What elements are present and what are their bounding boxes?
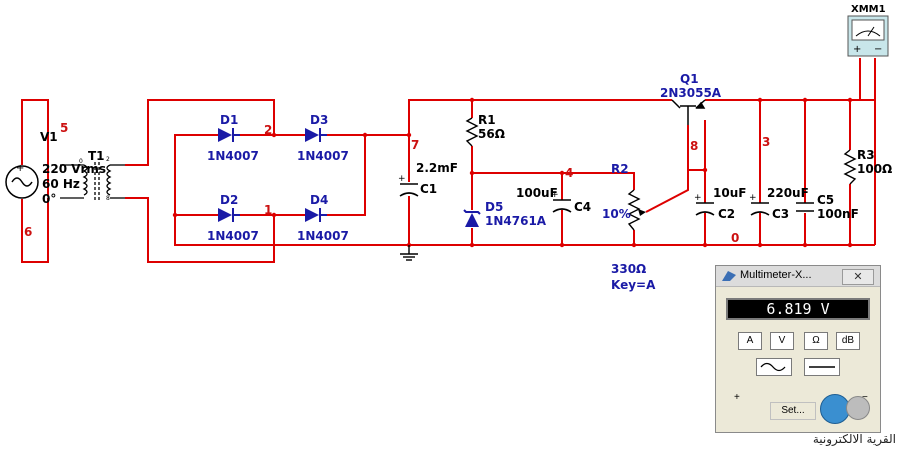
- q1-ref: Q1: [680, 72, 699, 86]
- net-label-7: 7: [411, 138, 419, 152]
- xmm1-ref: XMM1: [851, 4, 886, 15]
- d3-ref: D3: [310, 113, 328, 127]
- v1-voltage: 220 Vrms: [42, 162, 106, 176]
- logo-badge-icon: [846, 396, 870, 420]
- t1-ref: T1: [88, 149, 105, 163]
- svg-text:−: −: [874, 44, 882, 55]
- transformer-symbol[interactable]: [60, 162, 125, 200]
- r2-key: Key=A: [611, 278, 656, 292]
- r1-value: 56Ω: [478, 127, 505, 141]
- svg-text:+: +: [853, 44, 861, 55]
- v1-phase: 0°: [42, 192, 56, 206]
- dc-line-icon: [809, 366, 835, 368]
- net-label-8: 8: [690, 139, 698, 153]
- close-icon[interactable]: ✕: [842, 269, 874, 285]
- sine-wave-icon: [760, 362, 786, 372]
- svg-text:+: +: [749, 193, 757, 203]
- positive-terminal-label: +: [734, 392, 740, 403]
- c2-ref: C2: [718, 207, 735, 221]
- ground-symbol: [400, 245, 418, 261]
- d2-ref: D2: [220, 193, 238, 207]
- c4-ref: C4: [574, 200, 591, 214]
- decibel-mode-button[interactable]: dB: [836, 332, 860, 350]
- multimeter-title: Multimeter-X...: [740, 269, 812, 281]
- diode-d2[interactable]: [218, 208, 240, 222]
- net-label-3: 3: [762, 135, 770, 149]
- v1-frequency: 60 Hz: [42, 177, 80, 191]
- potentiometer-r2[interactable]: [627, 189, 646, 231]
- c4-value: 100uF: [516, 186, 558, 200]
- resistor-r3[interactable]: [843, 149, 857, 185]
- transistor-q1[interactable]: [671, 99, 706, 125]
- r3-ref: R3: [857, 148, 875, 162]
- set-button[interactable]: Set...: [770, 402, 816, 420]
- c1-value: 2.2mF: [416, 161, 458, 175]
- dc-mode-button[interactable]: [804, 358, 840, 376]
- d5-ref: D5: [485, 200, 503, 214]
- r2-percent: 10%: [602, 207, 631, 221]
- t1-pin-8: 8: [106, 195, 110, 202]
- diode-d1[interactable]: [218, 128, 240, 142]
- t1-pin-2: 2: [106, 156, 110, 163]
- r2-ref: R2: [611, 162, 629, 176]
- t1-pin-0: 0: [79, 158, 83, 165]
- c2-value: 10uF: [713, 186, 746, 200]
- c1-ref: C1: [420, 182, 437, 196]
- capacitor-c2[interactable]: +: [694, 193, 715, 216]
- d5-model: 1N4761A: [485, 214, 547, 228]
- net-label-4: 4: [565, 166, 573, 180]
- svg-text:+: +: [16, 163, 24, 174]
- capacitor-c4[interactable]: +: [551, 190, 572, 213]
- multimeter-xmm1-symbol[interactable]: + −: [847, 15, 889, 57]
- r1-ref: R1: [478, 113, 496, 127]
- svg-text:+: +: [398, 174, 406, 184]
- net-label-6: 6: [24, 225, 32, 239]
- d4-model: 1N4007: [297, 229, 349, 243]
- c3-ref: C3: [772, 207, 789, 221]
- voltmeter-mode-button[interactable]: V: [770, 332, 794, 350]
- d3-model: 1N4007: [297, 149, 349, 163]
- multimeter-titlebar[interactable]: Multimeter-X... ✕: [716, 266, 880, 287]
- d1-ref: D1: [220, 113, 238, 127]
- junction-dots: [172, 97, 853, 248]
- net-label-5: 5: [60, 121, 68, 135]
- c5-value: 100nF: [817, 207, 859, 221]
- r2-value: 330Ω: [611, 262, 646, 276]
- d1-model: 1N4007: [207, 149, 259, 163]
- circuit-wires: [21, 58, 876, 263]
- zener-d5[interactable]: [463, 209, 481, 227]
- capacitor-c1[interactable]: +: [398, 174, 419, 197]
- diode-d4[interactable]: [305, 208, 327, 222]
- multimeter-window[interactable]: Multimeter-X... ✕ 6.819 V A V Ω dB + − S…: [715, 265, 881, 433]
- q1-model: 2N3055A: [660, 86, 722, 100]
- ammeter-mode-button[interactable]: A: [738, 332, 762, 350]
- multimeter-reading: 6.819 V: [726, 298, 870, 320]
- svg-text:+: +: [551, 190, 559, 200]
- net-label-1: 1: [264, 203, 272, 217]
- net-label-2: 2: [264, 123, 272, 137]
- svg-text:+: +: [694, 193, 702, 203]
- d4-ref: D4: [310, 193, 328, 207]
- r3-value: 100Ω: [857, 162, 892, 176]
- labels: V1 220 Vrms 60 Hz 0° T1 0 2 8 D1 1N4007 …: [24, 4, 892, 292]
- ohmmeter-mode-button[interactable]: Ω: [804, 332, 828, 350]
- v1-ref: V1: [40, 130, 58, 144]
- net-label-0: 0: [731, 231, 739, 245]
- ac-source-symbol[interactable]: +: [5, 163, 39, 199]
- watermark-text: القرية الالكترونية: [812, 432, 896, 446]
- c3-value: 220uF: [767, 186, 809, 200]
- c5-ref: C5: [817, 193, 834, 207]
- d2-model: 1N4007: [207, 229, 259, 243]
- capacitor-c5[interactable]: [796, 202, 814, 212]
- diode-d3[interactable]: [305, 128, 327, 142]
- capacitor-c3[interactable]: +: [749, 193, 770, 216]
- ac-mode-button[interactable]: [756, 358, 792, 376]
- multimeter-window-icon: [722, 271, 736, 281]
- resistor-r1[interactable]: [465, 117, 479, 147]
